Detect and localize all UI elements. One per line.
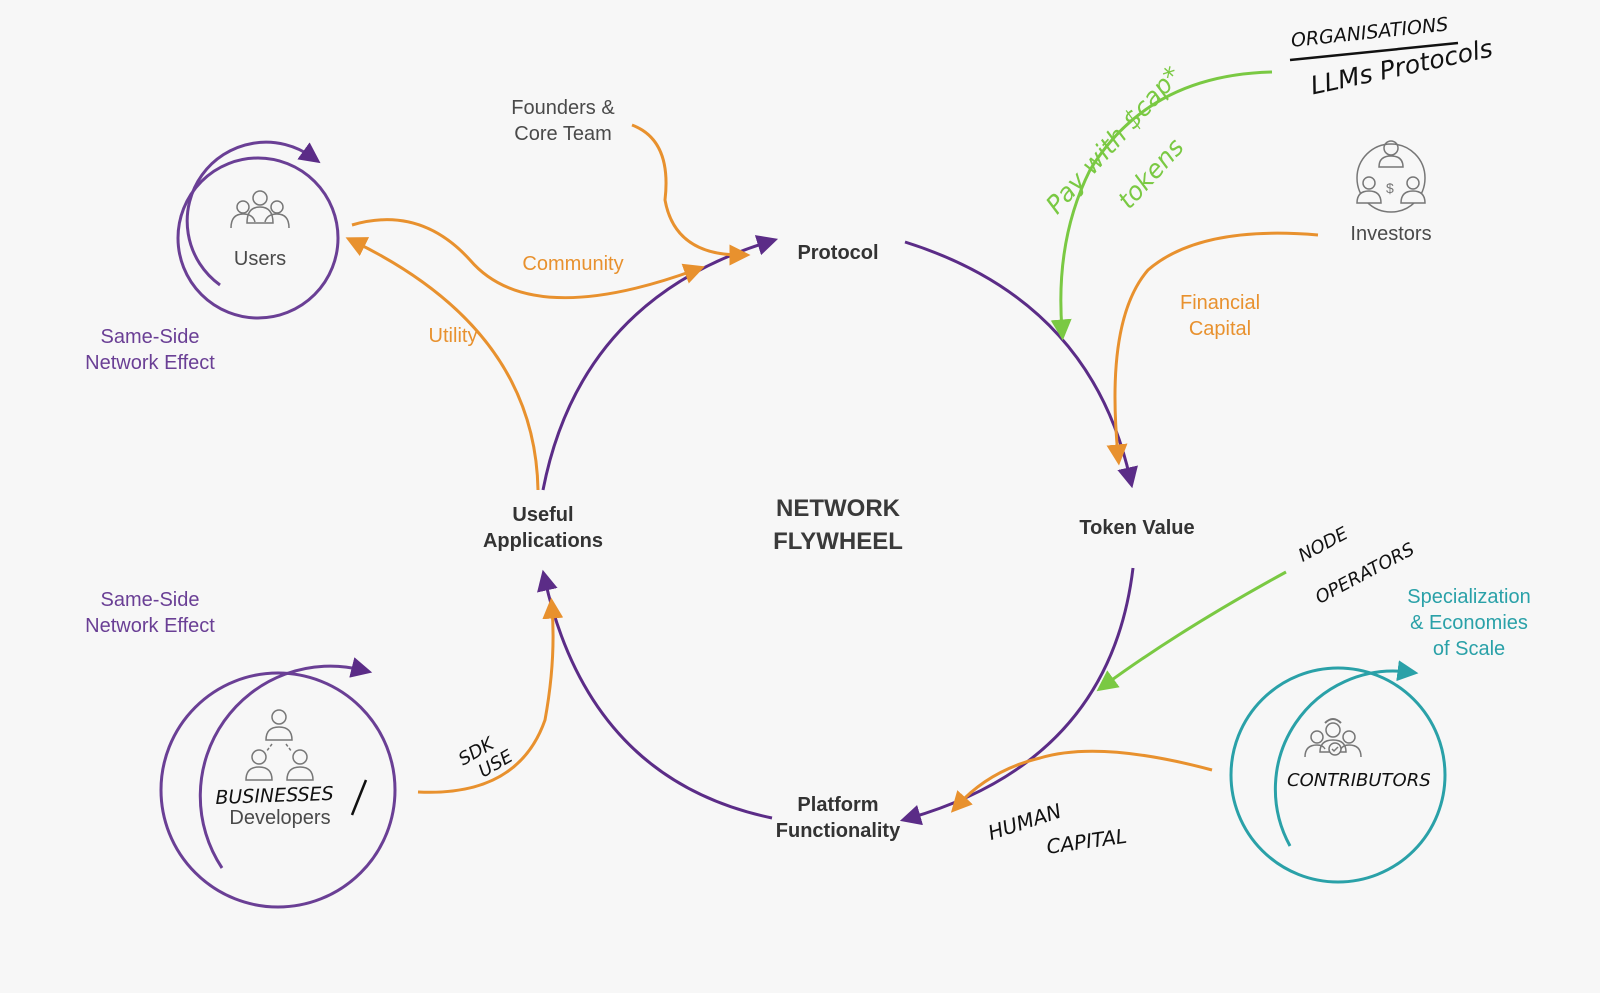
businesses-loop-arc [198,657,373,869]
contributors-loop-arc [1273,660,1419,847]
businesses-circle [159,671,397,909]
arc-applications-to-protocol [541,235,779,491]
actor-founders: Founders & Core Team [511,95,614,147]
handwritten-businesses: BUSINESSES [215,782,335,809]
users-loop-arc [185,140,321,287]
flow-label-utility: Utility [428,325,478,347]
businesses-hierarchy-icon [245,709,314,781]
flow-investors-financial [1106,231,1319,466]
same-side-network-effect-bottom: Same-Side Network Effect [85,587,215,639]
actor-developers: Developers [229,807,331,829]
arc-platform-to-applications [537,569,773,820]
center-title-line2: FLYWHEEL [773,528,903,555]
node-useful-applications: Useful Applications [483,502,603,554]
flow-label-financial-capital: Financial Capital [1180,290,1260,342]
same-side-bottom-line1: Same-Side [100,589,200,611]
actor-investors: Investors [1350,223,1432,245]
node-platform-functionality: Platform Functionality [776,792,900,844]
same-side-network-effect-top: Same-Side Network Effect [85,324,215,376]
investors-icon [1356,140,1426,213]
green-arrow-organisations [1050,70,1273,341]
node-applications-line1: Useful [512,504,574,526]
arc-protocol-to-token-value [904,240,1138,489]
arc-token-value-to-platform [899,567,1135,826]
flow-utility-to-users [345,237,540,491]
contributors-circle [1229,666,1447,884]
investors-dollar-glyph: $ [1386,180,1394,196]
financial-capital-line1: Financial [1179,292,1261,314]
actor-founders-line2: Core Team [514,123,612,145]
flow-users-community [351,218,705,300]
businesses-slash [350,779,368,816]
flow-label-community: Community [522,253,624,275]
node-protocol: Protocol [797,242,879,264]
flow-businesses-sdk [417,597,564,794]
flow-founders-to-protocol [631,123,751,266]
contributors-icon [1304,718,1362,758]
specialization-line2: & Economies [1410,612,1528,634]
specialization-line3: of Scale [1432,638,1506,660]
handwritten-contributors: CONTRIBUTORS [1287,770,1431,791]
center-title-line1: NETWORK [776,495,900,522]
green-arrow-node-operators [1096,570,1287,692]
actor-founders-line1: Founders & [511,97,615,119]
same-side-top-line2: Network Effect [85,352,215,374]
node-token-value: Token Value [1079,517,1195,539]
same-side-top-line1: Same-Side [100,326,200,348]
organisations-underline [1289,41,1459,62]
actor-users: Users [233,248,287,270]
center-title: NETWORK FLYWHEEL [773,492,903,558]
same-side-bottom-line2: Network Effect [85,615,215,637]
users-group-icon [230,190,290,229]
specialization-line1: Specialization [1407,586,1531,608]
node-platform-line2: Functionality [775,820,901,842]
flow-contributors-human-capital [950,749,1213,813]
flow-label-specialization: Specialization & Economies of Scale [1407,584,1530,662]
users-circle [176,156,340,320]
node-platform-line1: Platform [797,794,879,816]
financial-capital-line2: Capital [1188,318,1252,340]
node-applications-line2: Applications [482,530,604,552]
